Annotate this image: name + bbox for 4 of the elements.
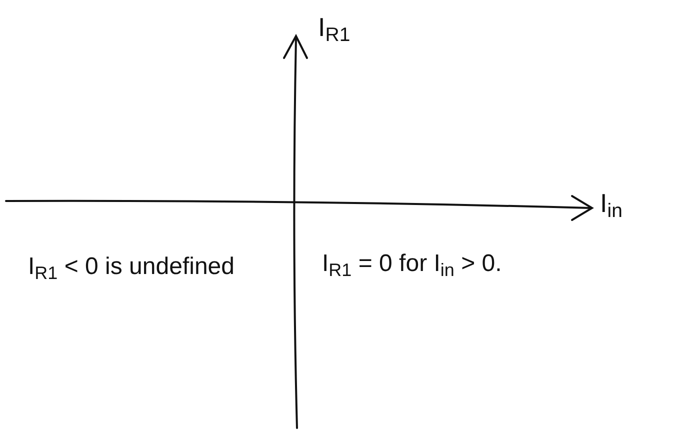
axis-label: I$_{R1}$ <box>318 11 350 47</box>
axis-label: I$_{in}$ <box>600 187 622 223</box>
note-text: I$_{R1}$ = 0 for I$_{in}$ > 0. <box>322 249 503 282</box>
note-text: I$_{R1}$ < 0 is undefined <box>28 252 236 284</box>
